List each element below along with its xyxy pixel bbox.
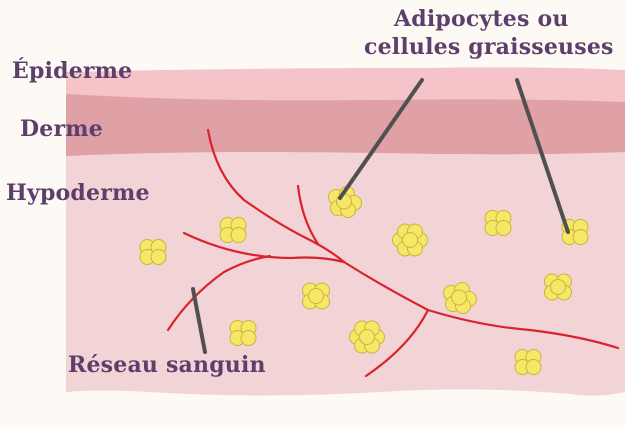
fat-cell-cluster — [229, 320, 257, 346]
dermis-label: Derme — [20, 116, 103, 142]
pointer-adipocyte-left — [338, 78, 424, 200]
epidermis-layer — [66, 67, 625, 102]
fat-cell-cluster — [514, 349, 542, 375]
epidermis-label: Épiderme — [12, 58, 133, 84]
fat-cell — [150, 249, 167, 265]
blood-vessel-network — [166, 128, 620, 378]
fat-cell — [230, 227, 247, 243]
fat-cell-cluster — [484, 210, 512, 236]
fat-cell-cluster — [392, 223, 428, 257]
hypodermis-layer — [66, 150, 625, 396]
fat-cell — [550, 279, 566, 295]
pointer-blood-network — [191, 287, 207, 354]
fat-cell-cluster — [219, 217, 247, 243]
fat-cell — [359, 329, 375, 345]
fat-cell — [308, 288, 324, 304]
vessel-lower-right-branch — [364, 308, 430, 378]
fat-cell-cluster — [349, 320, 385, 354]
hypodermis-label: Hypoderme — [6, 180, 150, 206]
pointer-adipocyte-right — [515, 78, 570, 234]
fat-cell — [525, 359, 542, 375]
fat-cell — [572, 229, 589, 245]
fat-cell — [240, 330, 257, 346]
fat-cell — [336, 193, 352, 210]
adipocytes-label-line2: cellules graisseuses — [364, 34, 614, 60]
fat-cell-cluster — [544, 273, 572, 301]
vessel-main — [206, 128, 620, 350]
fat-cell — [451, 289, 467, 306]
adipocyte-clusters — [139, 186, 589, 375]
fat-cell-cluster — [302, 282, 330, 310]
blood-network-label: Réseau sanguin — [68, 352, 266, 378]
fat-cell — [402, 232, 418, 248]
vessel-upper-right-branch — [296, 184, 320, 246]
fat-cell — [495, 220, 512, 236]
vessel-lower-left-branch — [166, 254, 272, 332]
dermis-layer — [66, 92, 625, 156]
adipocytes-label-line1: Adipocytes ou — [394, 6, 569, 32]
callout-pointers — [191, 78, 570, 354]
fat-cell-cluster — [443, 282, 477, 314]
vessel-left-branch — [182, 231, 346, 264]
fat-cell-cluster — [139, 239, 167, 265]
fat-cell-cluster — [561, 219, 589, 245]
